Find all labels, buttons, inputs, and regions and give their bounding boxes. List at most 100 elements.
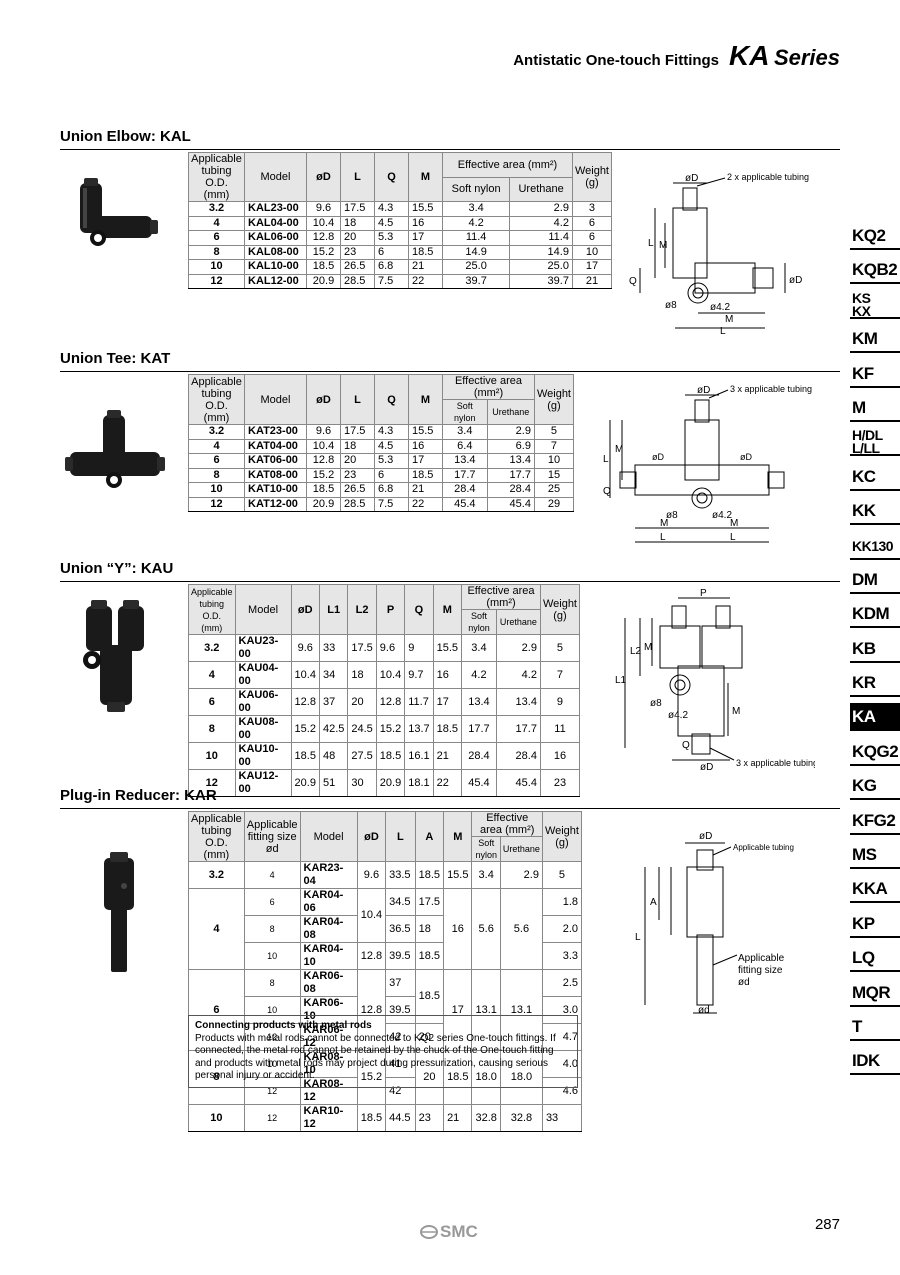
tab-kp[interactable]: KP [850,910,900,938]
cell-soft: 25.0 [441,259,511,275]
cell-w: 11 [539,715,581,743]
cell-l: 20 [340,453,375,469]
kat-table: Applicable tubing O.D. (mm) Model øD L Q… [188,374,575,512]
tab-kf[interactable]: KF [850,360,900,388]
tab-mqr[interactable]: MQR [850,979,900,1007]
tab-kg[interactable]: KG [850,772,900,801]
svg-text:fitting size: fitting size [738,965,783,976]
cell-l: 28.5 [340,496,375,512]
tab-lq[interactable]: LQ [850,944,900,973]
cell-w: 17 [571,259,613,275]
tab-kk130[interactable]: KK130 [850,532,900,560]
cell-m: 15.5 [408,424,443,440]
cell-w: 21 [571,273,613,289]
cell-q: 11.7 [404,688,434,716]
cell-ur: 4.2 [495,661,541,689]
cell-m: 18.5 [408,467,443,483]
tab-kr[interactable]: KR [850,669,900,698]
cell-soft: 3.4 [442,424,488,440]
cell-p: 20.9 [375,769,406,797]
tab-kka[interactable]: KKA [850,875,900,904]
svg-text:Q: Q [682,740,690,751]
svg-text:øD: øD [652,452,664,462]
svg-text:Q: Q [603,486,611,497]
cell-ur: 28.4 [495,742,541,770]
tab-kk[interactable]: KK [850,497,900,526]
tab-dm[interactable]: DM [850,566,900,594]
tab-kdm[interactable]: KDM [850,600,900,629]
cell-m: 16 [408,438,443,454]
tab-idk[interactable]: IDK [850,1047,900,1076]
section-kar: Plug-in Reducer: KAR [60,787,840,809]
svg-text:L: L [720,326,726,337]
svg-text:L: L [660,532,666,543]
cell-ur: 45.4 [495,769,541,797]
section-kau: Union “Y”: KAU [60,560,840,582]
cell-p: 12.8 [375,688,406,716]
cell-model: KAL04-00 [244,215,307,231]
tab-t[interactable]: T [850,1013,900,1041]
tab-ka[interactable]: KA [850,703,900,732]
kar-table: Applicable tubing O.D. (mm) Applicable f… [188,811,583,1132]
cell-l: 26.5 [340,482,375,498]
cell-m: 18.5 [408,244,443,260]
tab-kfg2[interactable]: KFG2 [850,807,900,835]
tab-ms[interactable]: MS [850,841,900,870]
cell-l: 18 [340,438,375,454]
cell-l1: 34 [318,661,349,689]
svg-text:L1: L1 [615,675,627,686]
cell-w: 5 [533,424,575,440]
cell-w: 16 [539,742,581,770]
cell-m: 17 [408,453,443,469]
cell-w: 9 [539,688,581,716]
cell-q: 4.3 [374,201,409,217]
cell-model: KAT10-00 [244,482,307,498]
svg-text:L2: L2 [630,646,642,657]
cell-t: 8 [188,467,245,483]
tab-kc[interactable]: KC [850,463,900,491]
cell-m: 15.5 [432,634,463,662]
cell-q: 5.3 [374,453,409,469]
cell-model: KAT12-00 [244,496,307,512]
section-title: Plug-in Reducer: KAR [60,787,840,809]
tab-kb[interactable]: KB [850,635,900,663]
cell-soft: 3.4 [441,201,511,217]
cell-ur: 4.2 [509,215,573,231]
svg-text:øD: øD [697,385,710,396]
svg-text:M: M [615,444,623,455]
cell-w: 10 [571,244,613,260]
cell-d: 12.8 [290,688,320,716]
tab-kqg2[interactable]: KQG2 [850,738,900,766]
cell-l: 20 [340,230,375,246]
svg-text:ø8: ø8 [666,510,678,521]
svg-text:øD: øD [699,831,712,842]
tab-km[interactable]: KM [850,325,900,354]
cell-soft: 6.4 [442,438,488,454]
tab-kq2[interactable]: KQ2 [850,222,900,250]
tab-kqb2[interactable]: KQB2 [850,256,900,285]
cell-t: 8 [188,244,245,260]
section-title: Union Elbow: KAL [60,128,840,150]
cell-soft: 13.4 [442,453,488,469]
cell-d: 10.4 [290,661,320,689]
cell-d: 10.4 [306,215,341,231]
cell-ur: 6.9 [486,438,535,454]
tab-m[interactable]: M [850,394,900,422]
cell-t: 10 [188,259,245,275]
cell-d: 9.6 [290,634,320,662]
cell-w: 7 [539,661,581,689]
